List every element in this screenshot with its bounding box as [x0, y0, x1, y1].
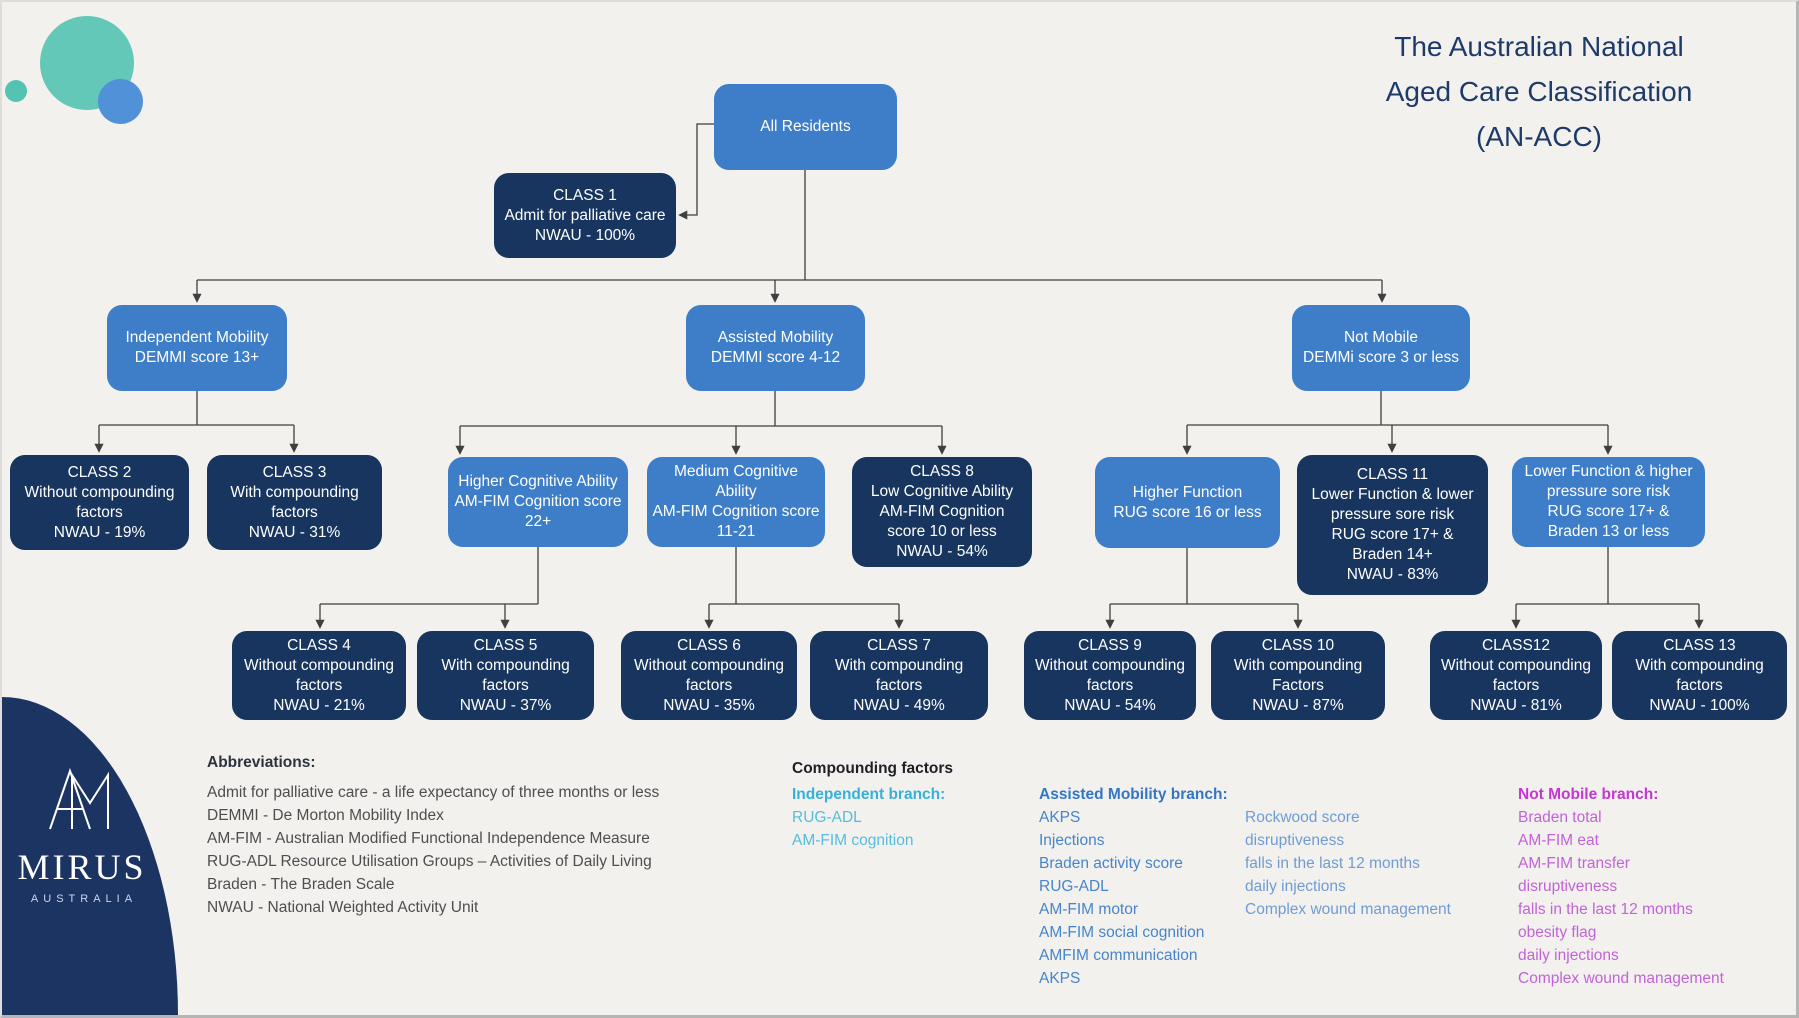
decor-circle-blue: [98, 79, 143, 124]
abbreviations-heading: Abbreviations:: [207, 754, 316, 771]
node-label: CLASS 9 Without compounding factors NWAU…: [1035, 636, 1185, 714]
node-label: CLASS 1 Admit for palliative care NWAU -…: [504, 186, 666, 244]
node-class-13: CLASS 13 With compounding factors NWAU -…: [1612, 631, 1787, 720]
compounding-heading: Compounding factors: [792, 760, 954, 777]
compounding-item: daily injections: [1245, 878, 1346, 895]
assisted-branch-list-col2: Rockwood score disruptiveness falls in t…: [1245, 806, 1451, 921]
node-label: CLASS 3 With compounding factors NWAU - …: [230, 463, 359, 541]
compounding-item: disruptiveness: [1518, 878, 1618, 895]
compounding-item: AM-FIM motor: [1039, 901, 1139, 918]
node-label: Higher Function RUG score 16 or less: [1113, 483, 1262, 521]
compounding-item: AM-FIM social cognition: [1039, 924, 1205, 941]
compounding-item: AM-FIM cognition: [792, 832, 914, 849]
abbreviation-line: NWAU - National Weighted Activity Unit: [207, 899, 479, 916]
compounding-item: AKPS: [1039, 809, 1081, 826]
node-class-9: CLASS 9 Without compounding factors NWAU…: [1024, 631, 1196, 720]
not-mobile-branch-heading: Not Mobile branch:: [1518, 786, 1659, 803]
compounding-item: RUG-ADL: [1039, 878, 1109, 895]
compounding-item: AM-FIM eat: [1518, 832, 1599, 849]
mirus-logo-country: AUSTRALIA: [30, 893, 138, 905]
node-label: CLASS 5 With compounding factors NWAU - …: [441, 636, 570, 714]
compounding-item: Rockwood score: [1245, 809, 1360, 826]
node-label: CLASS 8 Low Cognitive Ability AM-FIM Cog…: [870, 463, 1014, 560]
node-class-3: CLASS 3 With compounding factors NWAU - …: [207, 455, 382, 550]
node-label: Not Mobile DEMMi score 3 or less: [1303, 329, 1459, 366]
node-label: CLASS 4 Without compounding factors NWAU…: [244, 636, 394, 714]
node-independent-mobility: Independent Mobility DEMMI score 13+: [107, 305, 287, 391]
compounding-item: daily injections: [1518, 947, 1619, 964]
assisted-branch-list-col1: AKPS Injections Braden activity score RU…: [1039, 806, 1204, 990]
compounding-item: falls in the last 12 months: [1245, 855, 1420, 872]
page-title: The Australian National Aged Care Classi…: [1385, 31, 1693, 152]
compounding-item: Complex wound management: [1245, 901, 1451, 918]
abbreviation-line: Braden - The Braden Scale: [207, 876, 395, 893]
mirus-logo-name: MIRUS: [17, 847, 147, 887]
node-class-6: CLASS 6 Without compounding factors NWAU…: [621, 631, 797, 720]
node-label: CLASS 7 With compounding factors NWAU - …: [834, 636, 964, 714]
abbreviation-line: DEMMI - De Morton Mobility Index: [207, 807, 444, 824]
mirus-monogram-icon: [49, 767, 109, 830]
node-label: CLASS 13 With compounding factors NWAU -…: [1635, 636, 1764, 714]
compounding-item: falls in the last 12 months: [1518, 901, 1693, 918]
compounding-item: AM-FIM transfer: [1518, 855, 1630, 872]
node-label: Assisted Mobility DEMMI score 4-12: [710, 329, 841, 366]
node-higher-function: Higher Function RUG score 16 or less: [1095, 457, 1280, 548]
compounding-item: RUG-ADL: [792, 809, 862, 826]
abbreviation-line: AM-FIM - Australian Modified Functional …: [207, 830, 650, 847]
node-label: Independent Mobility DEMMI score 13+: [125, 329, 269, 366]
not-mobile-branch-list: Braden total AM-FIM eat AM-FIM transfer …: [1518, 806, 1724, 990]
node-label: Lower Function & higher pressure sore ri…: [1524, 463, 1693, 540]
node-class-11: CLASS 11 Lower Function & lower pressure…: [1297, 455, 1488, 595]
node-label: All Residents: [760, 118, 851, 135]
node-class-12: CLASS12 Without compounding factors NWAU…: [1430, 631, 1602, 720]
node-label: CLASS12 Without compounding factors NWAU…: [1441, 636, 1591, 714]
node-class-7: CLASS 7 With compounding factors NWAU - …: [810, 631, 988, 720]
compounding-item: Injections: [1039, 832, 1105, 849]
node-class-1: CLASS 1 Admit for palliative care NWAU -…: [494, 173, 676, 258]
node-class-5: CLASS 5 With compounding factors NWAU - …: [417, 631, 594, 720]
node-class-4: CLASS 4 Without compounding factors NWAU…: [232, 631, 406, 720]
node-class-10: CLASS 10 With compounding Factors NWAU -…: [1211, 631, 1385, 720]
independent-branch-list: RUG-ADL AM-FIM cognition: [792, 806, 913, 852]
node-label: CLASS 6 Without compounding factors NWAU…: [634, 636, 784, 714]
node-all-residents: All Residents: [714, 84, 897, 170]
compounding-item: Complex wound management: [1518, 970, 1724, 987]
assisted-branch-heading: Assisted Mobility branch:: [1039, 786, 1228, 803]
node-class-2: CLASS 2 Without compounding factors NWAU…: [10, 455, 189, 550]
decor-circle-teal-small: [5, 80, 27, 102]
node-label: CLASS 10 With compounding Factors NWAU -…: [1233, 636, 1363, 714]
node-label: CLASS 11 Lower Function & lower pressure…: [1311, 466, 1474, 583]
node-medium-cognitive: Medium Cognitive Ability AM-FIM Cognitio…: [647, 457, 825, 547]
compounding-item: Braden activity score: [1039, 855, 1183, 872]
compounding-item: AKPS: [1039, 970, 1081, 987]
compounding-item: obesity flag: [1518, 924, 1597, 941]
abbreviations: Abbreviations: Admit for palliative care…: [207, 751, 659, 919]
compounding-item: AMFIM communication: [1039, 947, 1198, 964]
compounding-item: disruptiveness: [1245, 832, 1345, 849]
node-lower-function: Lower Function & higher pressure sore ri…: [1512, 457, 1705, 547]
node-higher-cognitive: Higher Cognitive Ability AM-FIM Cognitio…: [448, 457, 628, 547]
compounding-item: Braden total: [1518, 809, 1602, 826]
abbreviation-line: Admit for palliative care - a life expec…: [207, 784, 660, 801]
node-label: CLASS 2 Without compounding factors NWAU…: [24, 463, 175, 541]
independent-branch-heading: Independent branch:: [792, 786, 946, 803]
node-label: Medium Cognitive Ability AM-FIM Cognitio…: [652, 463, 820, 540]
abbreviation-line: RUG-ADL Resource Utilisation Groups – Ac…: [207, 853, 652, 870]
node-label: Higher Cognitive Ability AM-FIM Cognitio…: [454, 473, 622, 530]
node-assisted-mobility: Assisted Mobility DEMMI score 4-12: [686, 305, 865, 391]
node-class-8: CLASS 8 Low Cognitive Ability AM-FIM Cog…: [852, 457, 1032, 567]
node-not-mobile: Not Mobile DEMMi score 3 or less: [1292, 305, 1470, 391]
